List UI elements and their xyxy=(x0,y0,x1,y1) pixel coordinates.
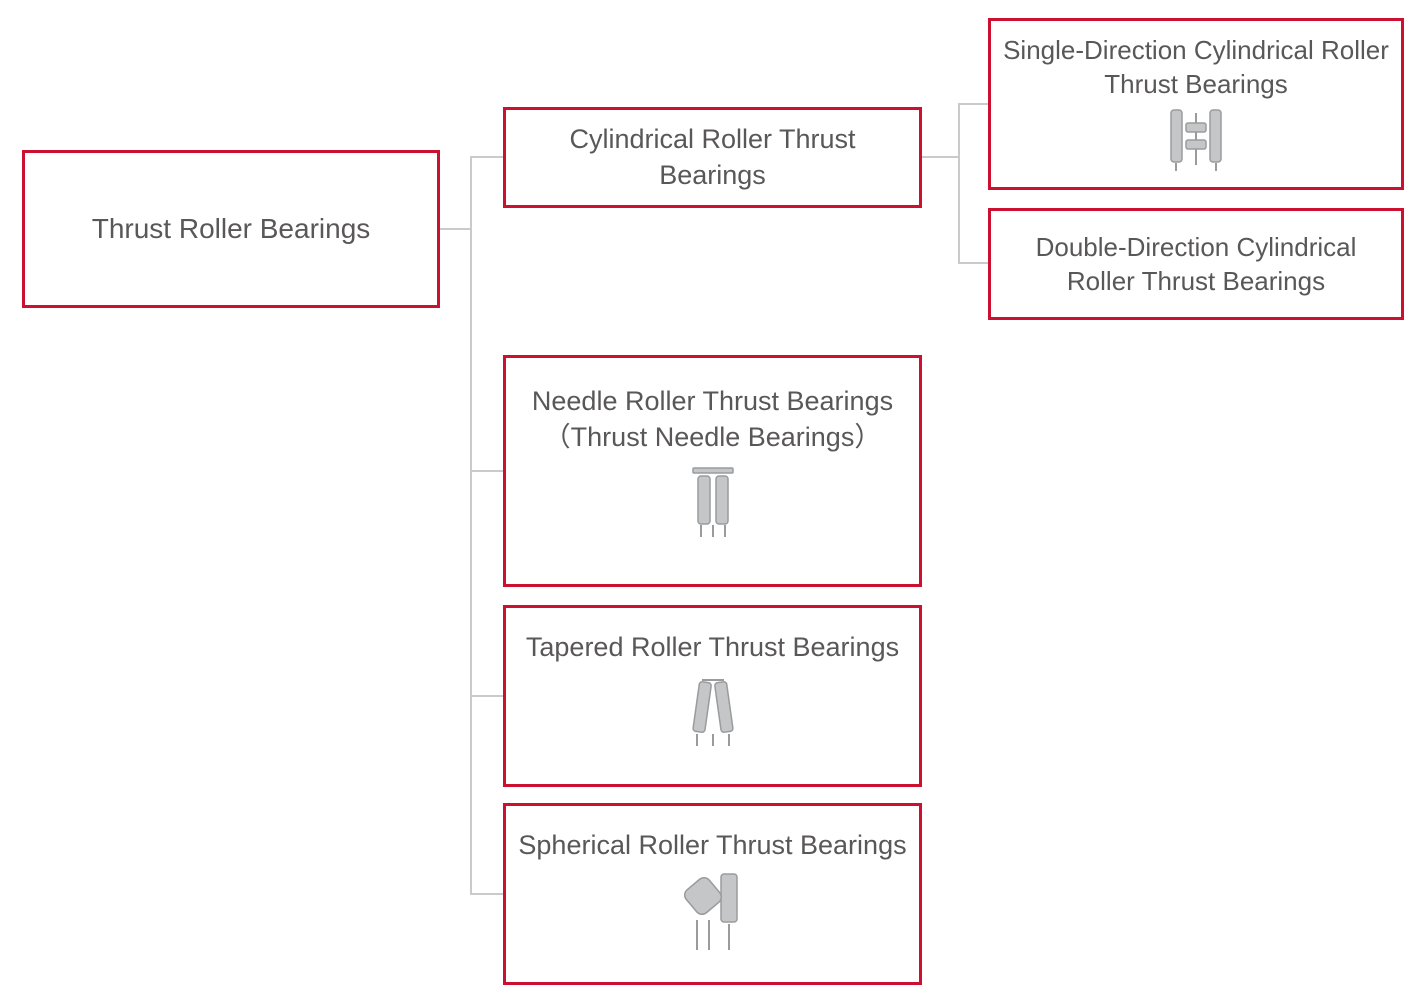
node-sublabel: （Thrust Needle Bearings） xyxy=(543,421,882,452)
node-label: Tapered Roller Thrust Bearings xyxy=(525,632,900,662)
connector-cylindrical-out xyxy=(922,156,958,158)
connector-stub-cylindrical xyxy=(470,156,503,158)
connector-stub-double-direction xyxy=(958,262,988,264)
node-spherical-roller-thrust-bearings: Spherical Roller Thrust Bearings xyxy=(503,803,922,985)
node-single-direction-cylindrical-roller-thrust-bearings: Single-Direction Cylindrical Roller Thru… xyxy=(988,18,1404,190)
spherical-roller-thrust-bearing-icon xyxy=(681,870,745,950)
single-direction-cylindrical-roller-thrust-bearing-icon xyxy=(1169,108,1223,172)
connector-trunk xyxy=(470,156,472,895)
node-label: Double-Direction Cylindrical Roller Thru… xyxy=(1035,231,1357,296)
node-label: Needle Roller Thrust Bearings xyxy=(531,386,894,416)
tapered-roller-thrust-bearing-icon xyxy=(688,676,738,748)
connector-stub-needle xyxy=(470,470,503,472)
needle-roller-thrust-bearing-icon xyxy=(690,467,736,539)
node-thrust-roller-bearings: Thrust Roller Bearings xyxy=(22,150,440,308)
node-label: Thrust Roller Bearings xyxy=(91,212,371,244)
connector-stub-tapered xyxy=(470,695,503,697)
node-tapered-roller-thrust-bearings: Tapered Roller Thrust Bearings xyxy=(503,605,922,787)
connector-root-stub xyxy=(440,228,470,230)
connector-stub-spherical xyxy=(470,893,503,895)
connector-trunk-secondary xyxy=(958,103,960,264)
connector-stub-single-direction xyxy=(958,103,988,105)
node-cylindrical-roller-thrust-bearings: Cylindrical Roller Thrust Bearings xyxy=(503,107,922,208)
node-label: Single-Direction Cylindrical Roller Thru… xyxy=(1003,35,1389,100)
node-double-direction-cylindrical-roller-thrust-bearings: Double-Direction Cylindrical Roller Thru… xyxy=(988,208,1404,320)
node-needle-roller-thrust-bearings: Needle Roller Thrust Bearings （Thrust Ne… xyxy=(503,355,922,587)
node-label: Spherical Roller Thrust Bearings xyxy=(518,830,907,860)
node-label: Cylindrical Roller Thrust Bearings xyxy=(569,123,856,190)
